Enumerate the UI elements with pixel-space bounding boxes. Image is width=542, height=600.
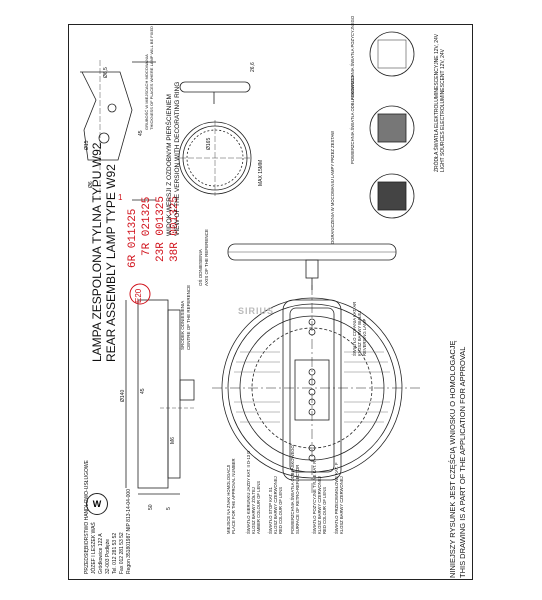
footer-block: NINIEJSZY RYSUNEK JEST CZĘŚCIĄ WNIOSKU O… <box>448 340 468 578</box>
dim-d140: Ø140 <box>120 389 126 402</box>
side-profile-view <box>227 243 397 290</box>
dim-d65: Ø6,5 <box>103 67 109 78</box>
company-name: PRZEDSIĘBIORSTWO HANDLOWO-USŁUGOWE <box>84 460 90 574</box>
label-approval-place: MIEJSCE NA ZNAK HOMOLOGACJI PLACE FOR TH… <box>226 458 236 534</box>
label-lens-note1: OGRANICZENIA W MOCOWANIU LAMPY PRZEZ ZES… <box>330 130 335 244</box>
dim-w5: 5 <box>166 507 172 510</box>
company-logo: W <box>86 493 108 515</box>
footer-pl: NINIEJSZY RYSUNEK JEST CZĘŚCIĄ WNIOSKU O… <box>448 340 457 578</box>
approval-mark: E20 <box>134 288 143 303</box>
company-phone: Tel. 012 281 53 52 <box>112 532 118 574</box>
watermark: SIRIUS <box>238 306 275 316</box>
drawing-frame <box>68 24 473 580</box>
footer-en: THIS DRAWING IS A PART OF THE APPLICATIO… <box>458 346 467 578</box>
label-electric: ŹRÓDŁA ŚWIATŁA ELEKTROLUMINESCENCYJNE 12… <box>434 33 446 172</box>
label-center: ŚRODEK ODNIESIENIA CENTRE OF THE REFEREN… <box>180 284 191 350</box>
dim-h45b: 45 <box>140 388 146 394</box>
label-ring: WIDOK WERSJI Z OZDOBNYM PIERŚCIENIEM VIE… <box>166 81 181 236</box>
lamp-hatching <box>234 351 390 423</box>
label-thickness: GRUBOŚĆ W MIEJSCACH MOCOWANIA THICKNESS … <box>144 25 154 130</box>
label-axis: OŚ ODNIESIENIA AXIS OF THE REFERENCE <box>198 229 209 286</box>
dim-d15: Ø15 <box>84 140 90 150</box>
dim-d6: Ø6 <box>88 181 94 188</box>
company-address1: Gródkowice 122 A <box>98 533 104 574</box>
company-owners: JÓZEF I LESZEK WAŚ <box>91 522 97 574</box>
label-lens-note3: POWIERZCHNIA ŚWIATŁA POZYCYJNEGO <box>350 15 355 100</box>
dim-m6: M6 <box>170 437 176 444</box>
label-stop: ŚWIATŁO STOP KAT. S1 KLOSZ BARWY CZERWON… <box>268 476 283 534</box>
detail-views <box>369 31 415 219</box>
svg-text:1: 1 <box>118 193 123 202</box>
label-rear-fog: ŚWIATŁO PRZECIWMGŁOWE KAT. F KLOSZ BARWY… <box>334 462 344 535</box>
dim-w50: 50 <box>148 504 154 510</box>
lamp-side-view <box>125 299 195 495</box>
dim-h45: 45 <box>138 130 144 136</box>
company-address2: 32-003 Podłęże <box>105 538 111 574</box>
top-profile-view <box>179 81 251 104</box>
bracket-view <box>80 60 156 201</box>
label-reflector: POWIERZCHNIA ŚWIATŁA ODBLASKOWEGO SURFAC… <box>290 445 300 534</box>
label-indicator: ŚWIATŁO KIERUNKU JAZDY KAT. II D-13 D KL… <box>246 450 261 534</box>
title-en: REAR ASSEMBLY LAMP TYPE W92 <box>104 164 118 362</box>
approval-code-1: 6R 011325 <box>127 208 139 268</box>
title-block: LAMPA ZESPOLONA TYLNA TYPU W92 REAR ASSE… <box>90 143 118 362</box>
label-position: ŚWIATŁO POZYCYJNE TYLNE KAT. R KLOSZ BAR… <box>312 460 327 534</box>
approval-code-2: 7R 021325 <box>141 196 153 256</box>
title-pl: LAMPA ZESPOLONA TYLNA TYPU W92 <box>90 142 104 362</box>
company-fax: Fax 012 281 53 52 <box>119 532 125 574</box>
company-regon: Regon 351801987 NIP 813-14-04-000 <box>126 489 132 574</box>
dim-d66: 26,6 <box>250 62 256 72</box>
approval-mark-circle <box>129 283 151 305</box>
label-reversing: ŚWIATŁO COFANIA KAT. AR KLOSZ BARWY BIAŁ… <box>352 301 367 356</box>
dim-d165: Ø165 <box>206 137 212 150</box>
company-block: PRZEDSIĘBIORSTWO HANDLOWO-USŁUGOWE JÓZEF… <box>84 460 133 574</box>
ring-front-view <box>178 120 252 196</box>
dim-max15: MAX 15MM <box>258 159 264 186</box>
